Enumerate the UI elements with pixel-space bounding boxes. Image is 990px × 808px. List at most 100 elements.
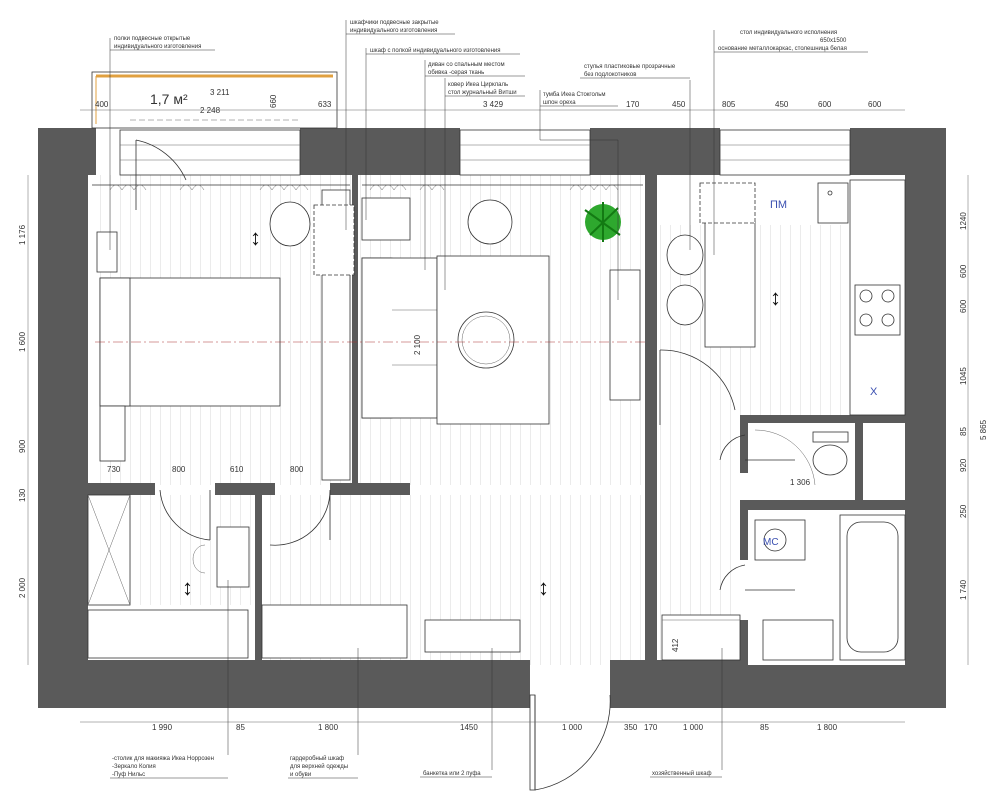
balcony xyxy=(91,71,338,129)
bottom-dim: 1 000 xyxy=(683,723,704,732)
top-dim: 450 xyxy=(775,100,789,109)
bottom-dim: 1 800 xyxy=(318,723,339,732)
note-shelves: полки подвесные открытые xyxy=(114,36,191,42)
right-dim: 250 xyxy=(959,504,968,518)
note-cabinets: шкафчики подвесные закрытые xyxy=(350,20,439,26)
note-rug: стол журнальный Витши xyxy=(448,89,517,96)
note-table: основание металлокаркас, столешница бела… xyxy=(718,46,847,52)
windows xyxy=(119,129,851,176)
note-sofa: диван со спальным местом xyxy=(428,62,505,68)
top-dim: 805 xyxy=(722,100,736,109)
top-dim: 400 xyxy=(95,100,109,109)
cooktop xyxy=(854,284,901,336)
note-tv: шпон ореха xyxy=(543,100,576,106)
washing-machine xyxy=(754,519,806,561)
toilet-tank xyxy=(812,431,849,443)
bench xyxy=(424,619,521,653)
right-dim: 600 xyxy=(959,264,968,278)
bedroom-door-arrow: ↕ xyxy=(250,225,261,250)
vanity-arrow: ↕ xyxy=(182,575,193,600)
left-dimensions: 1 176 1 600 900 130 2 000 xyxy=(18,224,27,598)
right-dim: 1240 xyxy=(959,212,968,230)
bottom-dim: 170 xyxy=(644,723,658,732)
balcony-inner-dim: 2 248 xyxy=(200,106,221,115)
bottom-dim: 1450 xyxy=(460,723,478,732)
living-chair xyxy=(467,199,513,245)
kitchen-x-label: Х xyxy=(870,386,878,398)
toilet xyxy=(812,444,848,476)
right-total-dim: 5 865 xyxy=(979,419,988,440)
note-cabinets: индивидуального изготовления xyxy=(350,28,437,34)
note-rug: ковер Икеа Цирклаль xyxy=(448,82,508,88)
note-vanity: -столик для макияжа Икеа Норрозен xyxy=(112,756,214,762)
top-dim: 3 429 xyxy=(483,100,504,109)
bed-row-dim: 610 xyxy=(230,465,244,474)
top-dimensions: 400 633 3 429 170 450 805 450 600 600 xyxy=(95,100,882,109)
kitchen-arrow: ↕ xyxy=(770,285,781,310)
hall-closet-left xyxy=(87,609,249,659)
bed-row-dim: 730 xyxy=(107,465,121,474)
bottom-dim: 85 xyxy=(760,723,769,732)
top-dim: 170 xyxy=(626,100,640,109)
balcony-width-dim: 3 211 xyxy=(210,88,230,97)
note-bench: банкетка или 2 пуфа xyxy=(423,771,481,777)
note-wardrobe: шкаф с полкой индивидуального изготовлен… xyxy=(370,47,501,54)
chair xyxy=(666,234,704,276)
bottom-dim: 85 xyxy=(236,723,245,732)
left-dim: 130 xyxy=(18,488,27,502)
note-closet: для верхней одежды xyxy=(290,763,348,770)
hallway xyxy=(87,494,741,661)
bottom-dimensions: 1 990 85 1 800 1450 1 000 350 170 1 000 … xyxy=(152,723,838,732)
bottom-dim: 350 xyxy=(624,723,638,732)
top-dim: 600 xyxy=(868,100,882,109)
left-dim: 1 176 xyxy=(18,224,27,245)
top-dim: 600 xyxy=(818,100,832,109)
balcony-area: 1,7 м² xyxy=(150,91,188,107)
bath-width-dim: 1 306 xyxy=(790,478,811,487)
balcony-depth-dim: 660 xyxy=(269,94,278,108)
note-underlines xyxy=(110,33,868,779)
note-utility: хозяйственный шкаф xyxy=(652,770,712,777)
hall-closet xyxy=(261,604,408,659)
dining-table xyxy=(704,221,756,348)
bed-row-dim: 800 xyxy=(290,465,304,474)
note-closet: гардеробный шкаф xyxy=(290,755,344,762)
left-dim: 900 xyxy=(18,439,27,453)
note-vanity: -Пуф Нильс xyxy=(112,772,145,778)
note-tv: тумба Икеа Стокгольм xyxy=(543,92,605,98)
note-chairs: стулья пластиковые прозрачные xyxy=(584,64,676,70)
bedroom-chair xyxy=(269,201,311,247)
right-dimensions: 1240 600 600 1045 85 920 250 1 740 5 865 xyxy=(959,212,988,600)
rug xyxy=(436,255,550,425)
note-vanity: -Зеркало Колия xyxy=(112,764,156,770)
sofa-length-dim: 2 100 xyxy=(413,334,422,355)
bathroom xyxy=(754,429,906,661)
right-dim: 85 xyxy=(959,427,968,436)
notes: полки подвесные открытые индивидуального… xyxy=(112,20,847,778)
doors xyxy=(135,139,795,791)
note-sofa: обивка -серая ткань xyxy=(428,70,484,76)
note-table: стол индивидуального исполнения xyxy=(740,30,837,36)
left-dim: 2 000 xyxy=(18,577,27,598)
bottom-dim: 1 000 xyxy=(562,723,583,732)
leader-lines xyxy=(109,20,723,770)
kitchen xyxy=(666,179,906,416)
plant xyxy=(584,202,621,242)
bedroom-dimensions: 730 800 610 800 xyxy=(107,465,304,474)
note-table: 650х1500 xyxy=(820,38,847,44)
top-dim: 633 xyxy=(318,100,332,109)
washing-machine-label: МС xyxy=(763,537,779,548)
bed-row-dim: 800 xyxy=(172,465,186,474)
hall-arrow: ↕ xyxy=(538,575,549,600)
utility-closet xyxy=(661,614,741,661)
left-dim: 1 600 xyxy=(18,331,27,352)
bottom-dim: 1 990 xyxy=(152,723,173,732)
note-closet: и обуви xyxy=(290,772,311,778)
tv-stand xyxy=(609,269,641,401)
vanity-table xyxy=(216,526,250,588)
sink xyxy=(817,182,849,224)
bottom-dim: 1 800 xyxy=(817,723,838,732)
top-dim: 450 xyxy=(672,100,686,109)
right-dim: 1045 xyxy=(959,367,968,385)
bathtub xyxy=(839,514,906,661)
